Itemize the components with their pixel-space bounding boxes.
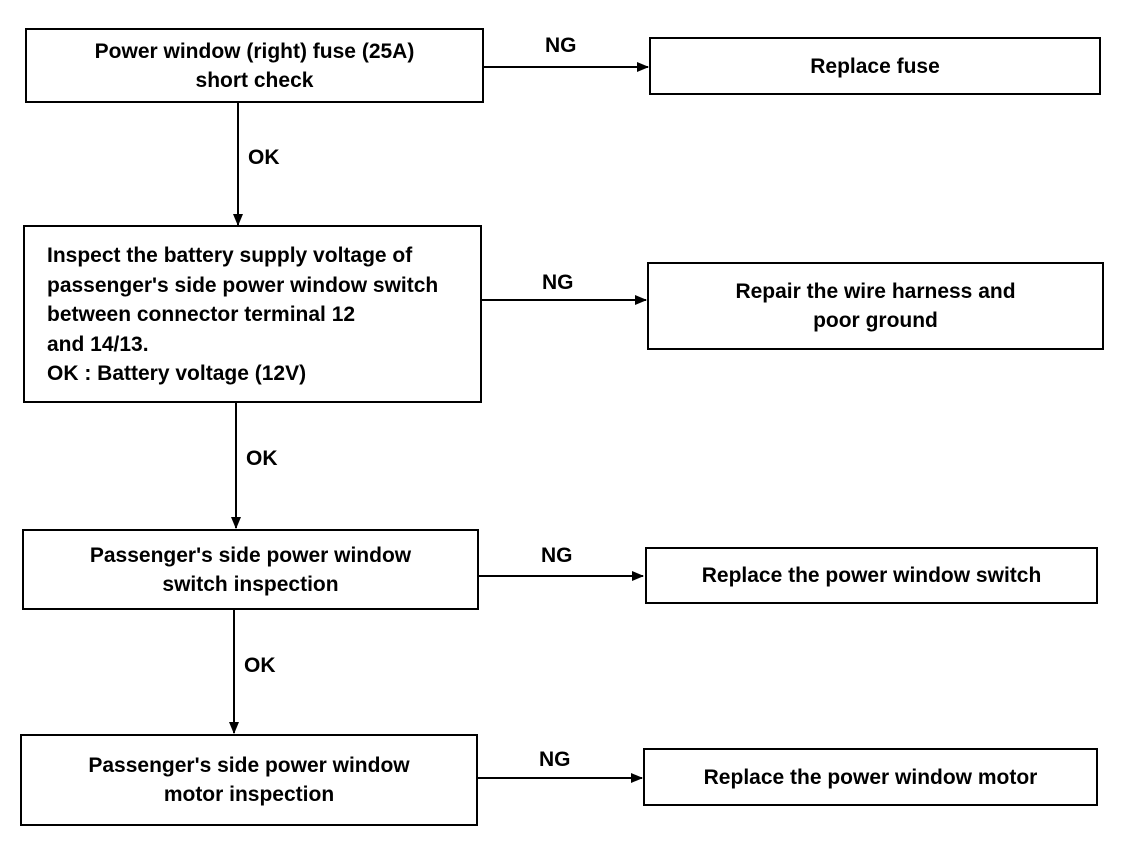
ng-label: NG	[545, 34, 577, 57]
action-text: Replace fuse	[810, 54, 940, 78]
check-box-motor-inspection: Passenger's side power window motor insp…	[20, 734, 478, 826]
ng-label: NG	[541, 544, 573, 567]
action-text: Replace the power window motor	[703, 765, 1038, 789]
ok-label: OK	[246, 447, 278, 470]
action-box-repair-harness: Repair the wire harness and poor ground	[647, 262, 1104, 350]
check-text: Inspect the battery supply voltage of pa…	[47, 244, 439, 385]
action-text: Repair the wire harness and poor ground	[735, 280, 1016, 332]
check-text: Passenger's side power window motor insp…	[88, 754, 410, 806]
ok-label: OK	[248, 146, 280, 169]
ng-label: NG	[539, 748, 571, 771]
check-text: Power window (right) fuse (25A) short ch…	[94, 39, 415, 92]
check-text: Passenger's side power window switch ins…	[89, 543, 412, 596]
action-text: Replace the power window switch	[701, 564, 1042, 587]
check-box-battery-voltage: Inspect the battery supply voltage of pa…	[23, 225, 482, 403]
action-box-replace-switch: Replace the power window switch	[645, 547, 1098, 604]
action-box-replace-motor: Replace the power window motor	[643, 748, 1098, 806]
ok-label: OK	[244, 654, 276, 677]
check-box-switch-inspection: Passenger's side power window switch ins…	[22, 529, 479, 610]
check-box-fuse: Power window (right) fuse (25A) short ch…	[25, 28, 484, 103]
ng-label: NG	[542, 271, 574, 294]
action-box-replace-fuse: Replace fuse	[649, 37, 1101, 95]
